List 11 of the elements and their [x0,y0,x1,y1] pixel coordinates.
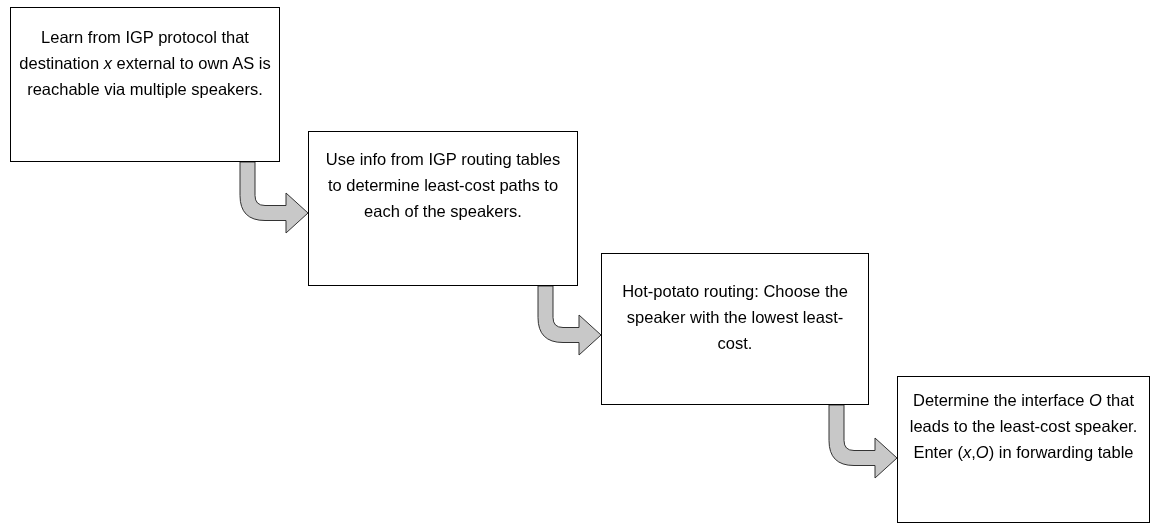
process-box [10,7,280,162]
curved-block-arrow [537,285,602,356]
step-text: Learn from IGP protocol that destination x external to own AS is reachable via multiple speakers. [19,27,271,101]
process-box [308,131,578,286]
process-box [897,376,1150,523]
step-text: Determine the interface O that leads to the least-cost speaker. Enter (x,O) in forwarding table [908,390,1139,464]
curved-block-arrow [239,161,309,234]
curved-block-arrow [828,404,898,479]
step-text: Hot-potato routing: Choose the speaker with the lowest least-cost. [621,281,849,355]
process-box [601,253,869,405]
step-text: Use info from IGP routing tables to determine least-cost paths to each of the speakers. [324,149,562,223]
